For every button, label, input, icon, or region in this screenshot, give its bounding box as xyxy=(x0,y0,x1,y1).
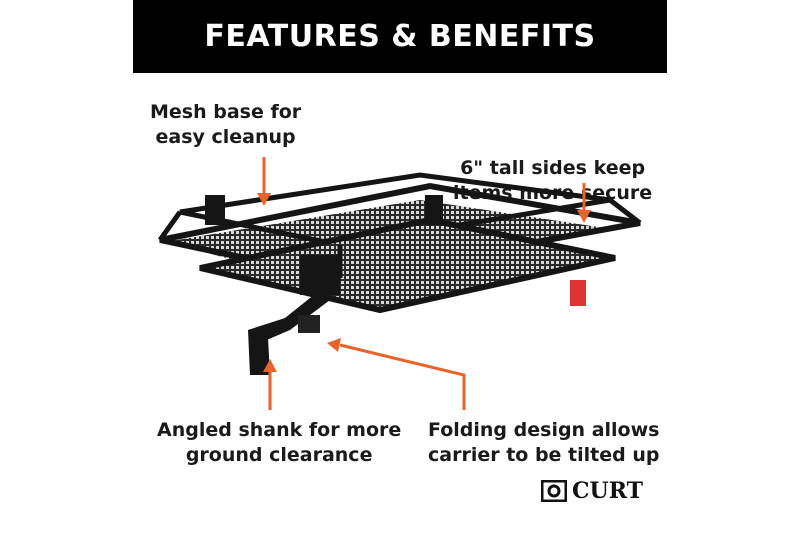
callout-mesh-base: Mesh base for easy cleanup xyxy=(150,100,301,150)
arrow-folding xyxy=(339,343,466,410)
header-banner: FEATURES & BENEFITS xyxy=(133,0,667,73)
curt-logo: CURT xyxy=(541,478,643,504)
callout-line: Folding design allows xyxy=(428,419,660,441)
angled-shank xyxy=(248,290,330,375)
callout-line: ground clearance xyxy=(185,444,373,466)
callout-line: Angled shank for more xyxy=(157,419,402,441)
callout-angled-shank: Angled shank for more ground clearance xyxy=(157,418,401,468)
callout-line: carrier to be tilted up xyxy=(428,444,660,466)
curt-emblem-icon xyxy=(541,480,567,502)
logo-text: CURT xyxy=(572,478,643,504)
arrows xyxy=(257,157,591,410)
callout-line: easy cleanup xyxy=(155,126,296,148)
banner-title: FEATURES & BENEFITS xyxy=(204,19,596,54)
callout-folding-design: Folding design allows carrier to be tilt… xyxy=(428,418,659,468)
callout-line: 6" tall sides keep xyxy=(460,157,646,179)
carrier-basket xyxy=(157,172,642,314)
callout-line: Mesh base for xyxy=(150,101,302,123)
